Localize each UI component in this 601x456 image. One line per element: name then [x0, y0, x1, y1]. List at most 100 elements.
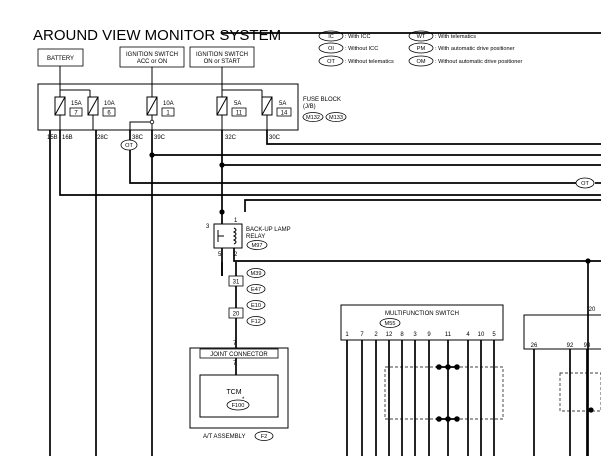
right-unit-internal — [559, 372, 601, 412]
right-unit-pin: 93 — [584, 343, 591, 349]
relay-label: BACK-UP LAMP — [246, 227, 291, 233]
relay-pin: 2 — [234, 252, 238, 258]
terminal-label: 15B — [47, 135, 58, 141]
fuse-amp: 5A — [234, 101, 241, 107]
terminal-label: 38C — [132, 135, 144, 141]
inline-connectors: 31 M39 E47 20 E10 F12 — [228, 268, 266, 326]
legend-badge-pm — [408, 42, 434, 54]
connector-badge — [246, 300, 266, 310]
mfs-pin: 3 — [413, 332, 417, 338]
multifunction-switch-pins: 1 7 2 12 8 3 9 11 4 10 5 — [345, 332, 496, 338]
fuse-1: 15A 7 — [54, 96, 83, 117]
wire-relay-out — [233, 248, 601, 262]
splice-dot — [149, 152, 155, 158]
wire-38c — [129, 130, 577, 184]
terminal-label: 39C — [154, 135, 166, 141]
legend-text-ot: : Without telematics — [345, 59, 394, 65]
battery-label: BATTERY — [47, 56, 74, 62]
fuse-number: 14 — [281, 111, 288, 117]
connector-pin: 20 — [233, 312, 240, 318]
fuse-block-bus — [59, 84, 262, 91]
mfs-pin: 8 — [400, 332, 404, 338]
svg-text:*: * — [242, 397, 245, 403]
terminal-label: 32C — [225, 135, 237, 141]
wiring-harness — [49, 32, 601, 456]
ot-option-badge-right — [575, 177, 595, 189]
legend: IC : With ICC OI : Without ICC OT : With… — [318, 30, 523, 67]
splice-node — [149, 119, 155, 125]
right-unit-box — [523, 314, 601, 350]
tcm-connector-label: F100 — [232, 403, 245, 409]
legend-code-ot: OT — [327, 59, 335, 65]
legend-code-ic: IC — [328, 34, 334, 40]
at-assembly-label: A/T ASSEMBLY — [203, 434, 245, 440]
legend-text-pm: : With automatic drive positioner — [435, 46, 515, 52]
fuse-number: 6 — [107, 111, 111, 117]
ignition-start-label: IGNITION SWITCH — [196, 52, 248, 58]
connector-badge — [246, 284, 266, 294]
ot-option-label: OT — [125, 143, 133, 149]
fuse-block-connector-1-label: M132 — [306, 115, 320, 121]
fuse-3: 10A 1 — [146, 96, 175, 117]
fuse-block-connector-2-label: M133 — [329, 115, 343, 121]
fuse-number: 7 — [74, 111, 78, 117]
legend-code-oi: OI — [328, 46, 334, 52]
ot-option-label-right: OT — [581, 181, 589, 187]
right-unit-pin-top: 20 — [589, 307, 596, 313]
fuse-4: 5A 11 — [216, 96, 247, 117]
tcm-label: TCM — [226, 389, 241, 396]
mfs-pin: 2 — [374, 332, 378, 338]
mfs-pin: 11 — [445, 332, 452, 338]
fuse-block — [37, 83, 299, 131]
splice-dot — [219, 162, 225, 168]
fuse-block-connector-1 — [302, 112, 324, 122]
mfs-pin: 12 — [386, 332, 393, 338]
multifunction-switch-label: MULTIFUNCTION SWITCH — [385, 311, 459, 317]
fuse-number: 11 — [236, 111, 243, 117]
ignition-acc-label: IGNITION SWITCH — [126, 52, 178, 58]
terminal-label: 28C — [97, 135, 109, 141]
mfs-pin: 10 — [478, 332, 485, 338]
terminal-label: 30C — [269, 135, 281, 141]
fuse-block-label: FUSE BLOCK — [303, 97, 341, 103]
at-assembly-connector — [254, 431, 274, 441]
legend-code-wt: WT — [417, 34, 426, 40]
legend-text-wt: : With telematics — [435, 34, 476, 40]
right-unit-pin: 92 — [567, 343, 574, 349]
relay-connector-label: M97 — [252, 243, 263, 249]
relay-label-2: RELAY — [246, 234, 265, 240]
tcm-connector — [226, 399, 250, 411]
ot-option-badge — [120, 139, 138, 151]
legend-text-om: : Without automatic drive positioner — [435, 59, 523, 65]
fuse-output-leads — [59, 115, 268, 130]
legend-badge-oi — [318, 42, 344, 54]
legend-badge-ot — [318, 55, 344, 67]
connector-badge — [246, 268, 266, 278]
ignition-start-mode: ON or START — [204, 59, 241, 65]
mfs-pin: 7 — [360, 332, 364, 338]
joint-connector-box — [199, 348, 279, 359]
connector-pin: 31 — [233, 280, 240, 286]
fuse-bus-drops — [59, 90, 263, 97]
connector-pin: 7 — [233, 341, 237, 347]
relay-connector — [246, 240, 268, 250]
fuse-amp: 10A — [163, 101, 174, 107]
ignition-acc-mode: ACC or ON — [137, 59, 167, 65]
relay-pin: 1 — [234, 218, 238, 224]
connector-label: E10 — [251, 303, 261, 309]
fuse-block-connector-2 — [325, 112, 347, 122]
legend-code-pm: PM — [417, 46, 426, 52]
backup-lamp-relay: 3 1 5 2 BACK-UP LAMP RELAY M97 — [206, 218, 291, 258]
wire-30c — [266, 130, 601, 145]
fuse-terminals: 15B 16B 28C 38C 39C 32C 30C — [47, 135, 281, 141]
at-assembly-box — [189, 347, 289, 429]
multifunction-switch-box — [340, 304, 504, 341]
legend-code-om: OM — [416, 59, 425, 65]
mfs-pin: 1 — [345, 332, 349, 338]
fuse-amp: 10A — [104, 101, 115, 107]
connector-label: F12 — [251, 319, 261, 325]
fuse-amp: 15A — [71, 101, 82, 107]
mfs-output-wires — [346, 340, 495, 456]
wire-16b — [59, 130, 601, 196]
relay-pin: 3 — [206, 224, 210, 230]
